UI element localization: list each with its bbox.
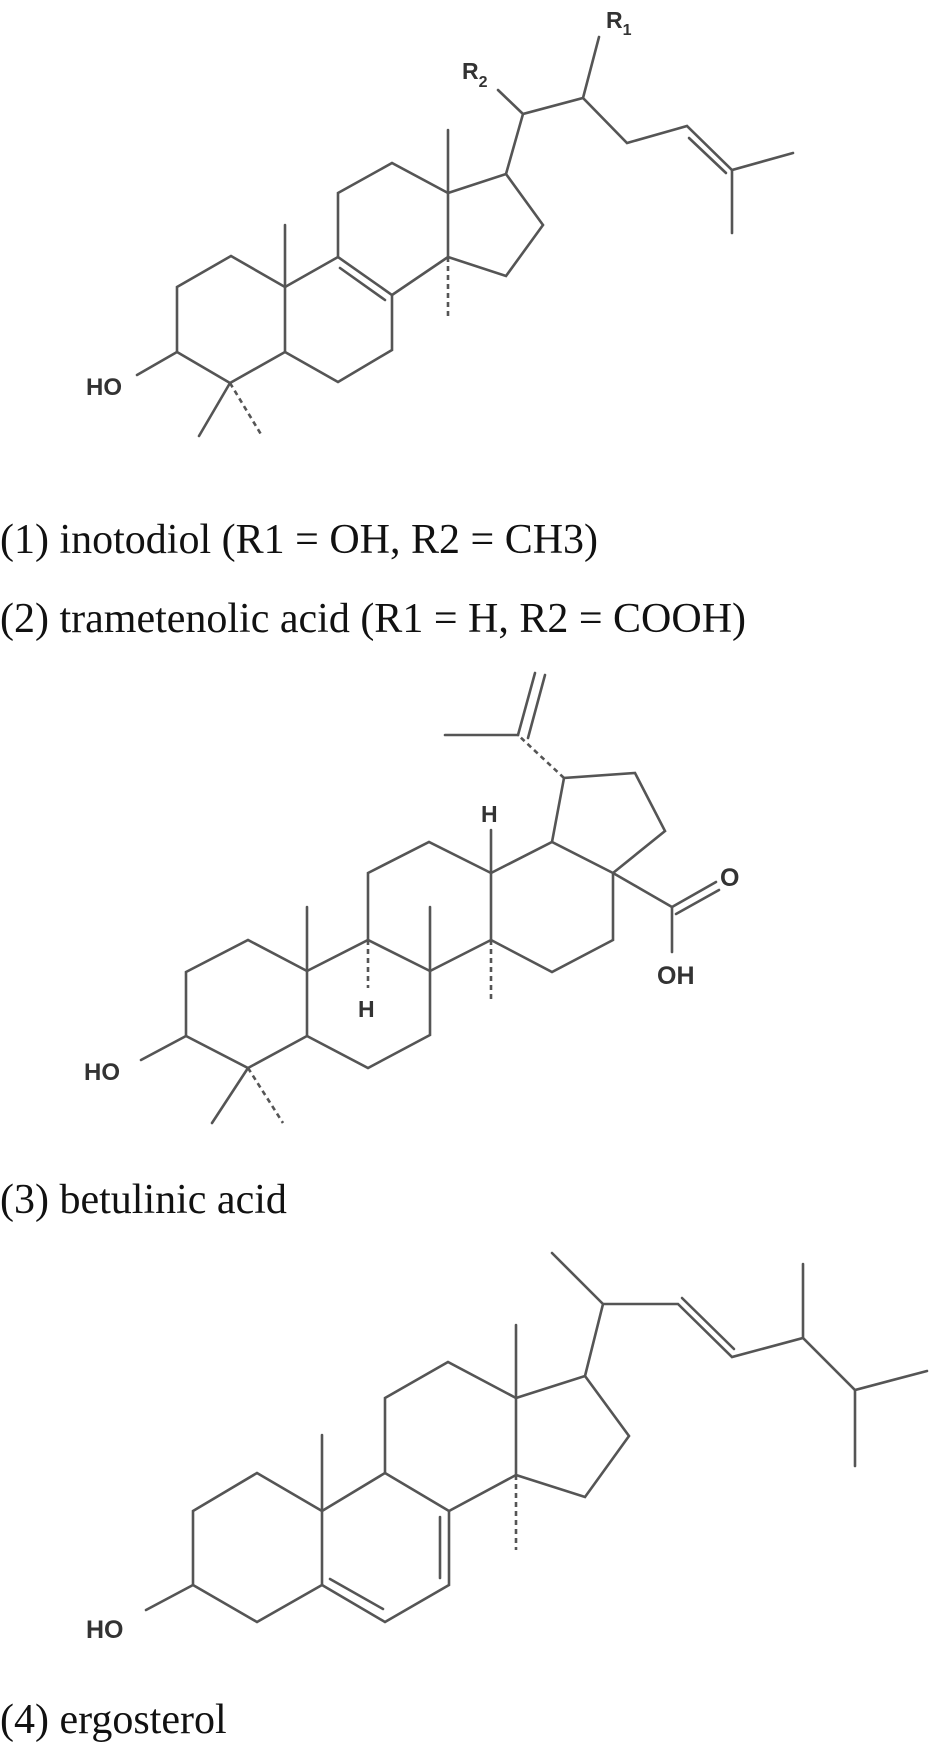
- r2-label: R2: [462, 58, 488, 91]
- hydroxyl-label: HO: [86, 1616, 124, 1644]
- carboxyl-oh-label: OH: [657, 962, 695, 990]
- structure-inotodiol-trametenolic-acid: HO R1 R2: [86, 7, 795, 438]
- hydroxyl-label: HO: [84, 1059, 120, 1086]
- caption-trametenolic-acid: (2) trametenolic acid (R1 = H, R2 = COOH…: [0, 596, 746, 642]
- structure-betulinic-acid: HO H H O OH: [84, 671, 739, 1125]
- caption-inotodiol: (1) inotodiol (R1 = OH, R2 = CH3): [0, 517, 598, 563]
- r1-label: R1: [606, 7, 632, 39]
- hydroxyl-label: HO: [86, 374, 122, 401]
- hydrogen-label-c13: H: [481, 801, 498, 827]
- caption-betulinic-acid: (3) betulinic acid: [0, 1177, 287, 1223]
- carbonyl-oxygen-label: O: [720, 864, 739, 892]
- hydrogen-label-c9: H: [358, 996, 375, 1022]
- structure-ergosterol: HO: [86, 1251, 929, 1644]
- caption-ergosterol: (4) ergosterol: [0, 1697, 227, 1743]
